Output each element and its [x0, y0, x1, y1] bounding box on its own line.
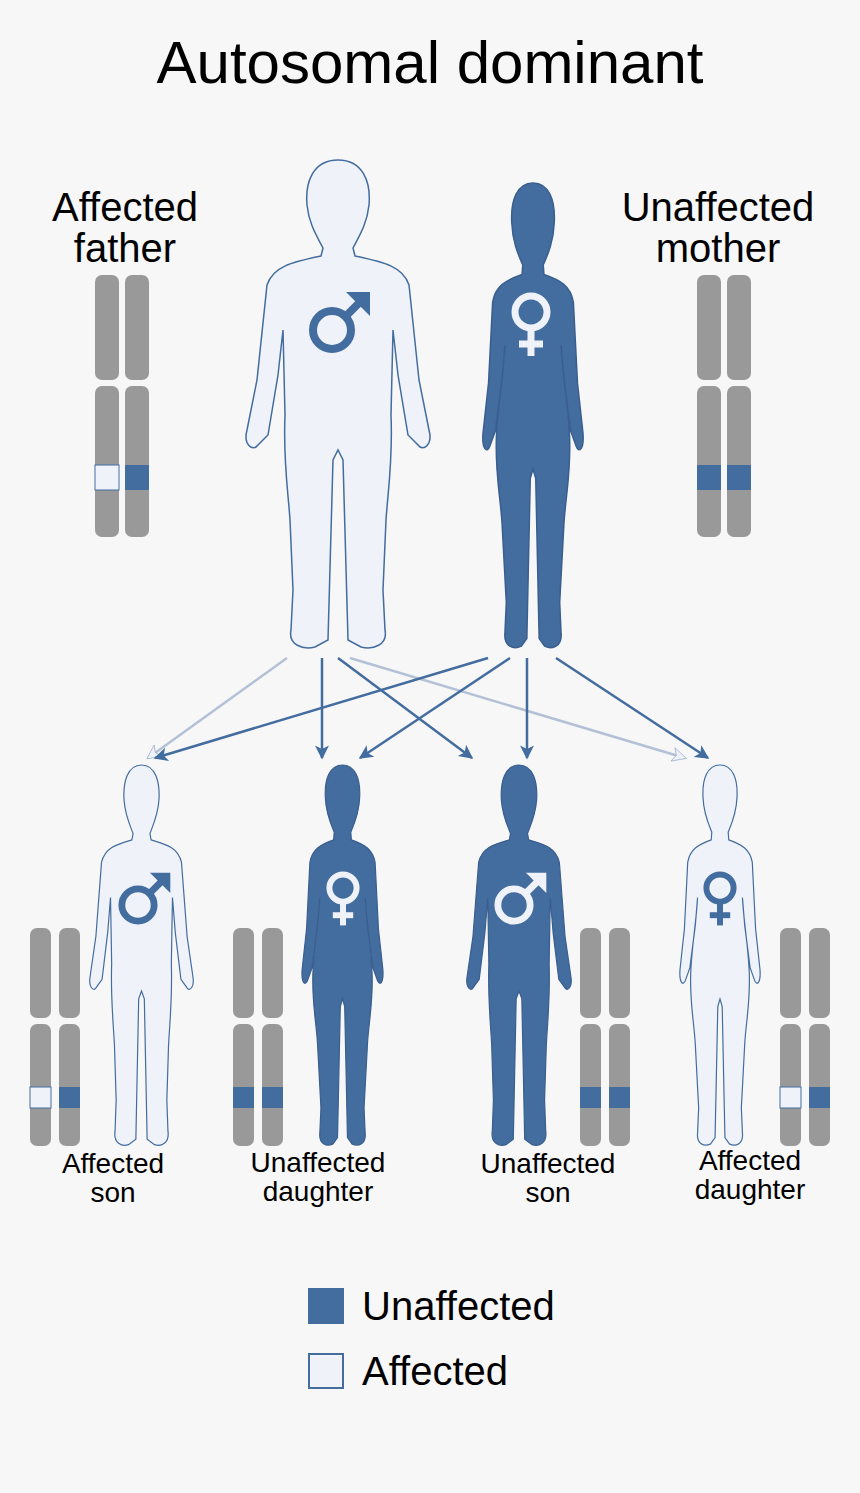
mother-figure [483, 183, 583, 648]
chromosome-arm [262, 1024, 283, 1146]
female-symbol [329, 874, 356, 925]
son-figure [90, 765, 194, 1145]
person-node: Affected daughter [665, 760, 837, 1212]
person-label: Affected daughter [665, 1147, 835, 1204]
gene-band [262, 1087, 283, 1108]
chromosome-arm [697, 275, 721, 380]
gene-band [780, 1087, 801, 1108]
inheritance-arrow [148, 658, 287, 758]
legend-swatch [308, 1353, 344, 1389]
chromosome-pair [95, 275, 149, 537]
legend-swatch [308, 1288, 344, 1324]
female-symbol [706, 874, 733, 925]
chromosome-arm [780, 928, 801, 1018]
chromosome-arm [59, 1024, 80, 1146]
chromosome-arm [609, 1024, 630, 1146]
male-symbol [313, 292, 370, 349]
chromosome-arm [262, 928, 283, 1018]
person-node: Unaffected daughter [228, 760, 400, 1212]
chromosome-arm [609, 928, 630, 1018]
inheritance-arrow [360, 658, 510, 758]
inheritance-arrow [526, 658, 529, 758]
chromosome-arm [780, 1024, 801, 1146]
chromosome-pair [30, 928, 80, 1146]
chromosome-pair [233, 928, 283, 1146]
chromosome-arm [580, 928, 601, 1018]
daughter-figure [680, 765, 760, 1145]
inheritance-arrow [338, 658, 472, 758]
gene-band [30, 1087, 51, 1108]
person-node: Unaffected son [462, 760, 634, 1212]
chromosome-arm [233, 1024, 254, 1146]
female-symbol [515, 296, 547, 356]
gene-band [59, 1087, 80, 1108]
gene-band [697, 465, 721, 490]
chromosome-arm [580, 1024, 601, 1146]
chromosome-arm [233, 928, 254, 1018]
person-label: Unaffected daughter [233, 1149, 403, 1206]
inheritance-arrow [556, 658, 708, 758]
chromosome-arm [125, 386, 149, 537]
person-label: Affected father [30, 187, 220, 269]
gene-band [580, 1087, 601, 1108]
person-node: Unaffected mother [468, 160, 840, 655]
person-node: Affected father [30, 160, 433, 655]
gene-band [809, 1087, 830, 1108]
daughter-figure [302, 765, 383, 1145]
chromosome-pair [580, 928, 630, 1146]
gene-band [95, 465, 119, 490]
title: Autosomal dominant [0, 28, 860, 97]
chromosome-arm [809, 1024, 830, 1146]
chromosome-arm [125, 275, 149, 380]
son-figure [467, 765, 572, 1145]
male-symbol [498, 873, 546, 921]
chromosome-pair [780, 928, 830, 1146]
legend-label: Affected [362, 1349, 508, 1394]
chromosome-arm [30, 1024, 51, 1146]
gene-band [125, 465, 149, 490]
chromosome-arm [697, 386, 721, 537]
inheritance-arrow [350, 658, 685, 758]
chromosome-arm [727, 386, 751, 537]
gene-band [233, 1087, 254, 1108]
chromosome-arm [59, 928, 80, 1018]
person-label: Unaffected mother [608, 187, 828, 269]
person-label: Unaffected son [473, 1150, 623, 1207]
chromosome-arm [809, 928, 830, 1018]
chromosome-arm [95, 386, 119, 537]
legend-entry: Affected [308, 1351, 508, 1391]
chromosome-arm [95, 275, 119, 380]
chromosome-arm [30, 928, 51, 1018]
legend-entry: Unaffected [308, 1286, 555, 1326]
legend-label: Unaffected [362, 1284, 555, 1329]
person-node: Affected son [25, 760, 200, 1212]
inheritance-arrow [155, 658, 488, 758]
person-label: Affected son [43, 1150, 183, 1207]
gene-band [727, 465, 751, 490]
male-symbol [122, 873, 170, 921]
father-figure [246, 160, 430, 648]
chromosomes [30, 275, 830, 1146]
chromosome-pair [697, 275, 751, 537]
gene-band [609, 1087, 630, 1108]
chromosome-arm [727, 275, 751, 380]
